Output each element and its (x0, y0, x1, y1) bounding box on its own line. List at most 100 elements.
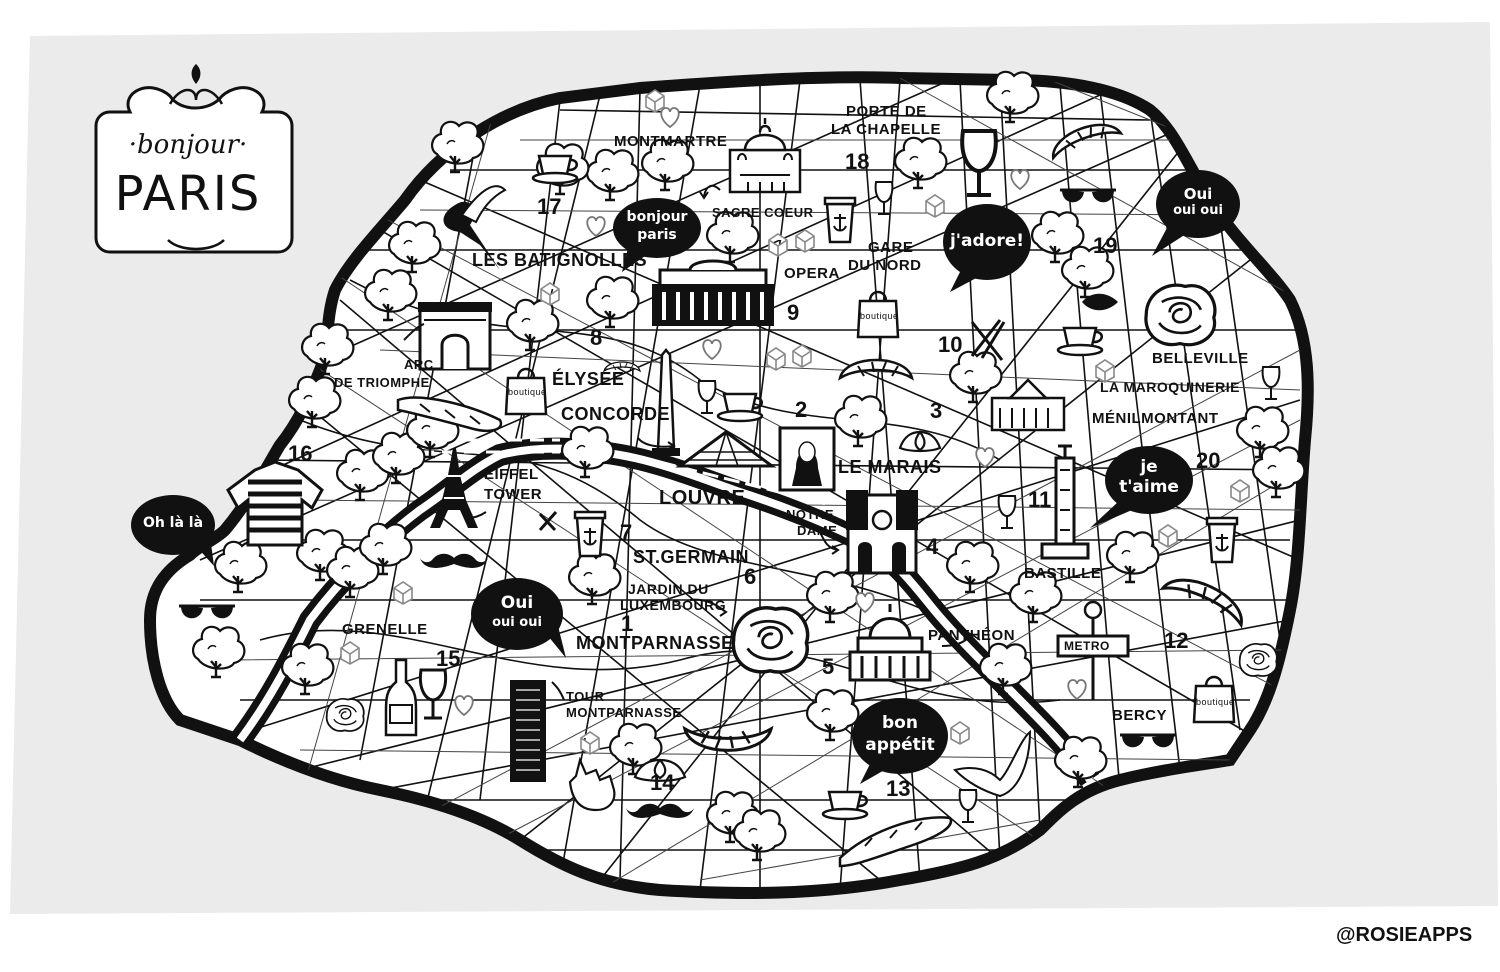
leaf-icon (1082, 293, 1118, 311)
arrondissement-10: 10 (938, 332, 963, 357)
bubble-jadore (943, 204, 1031, 280)
opera-icon (652, 259, 774, 326)
obelisk-icon (652, 347, 680, 456)
bubble-oui-oui-oui-1 (1156, 170, 1240, 238)
bubble-oui-oui-oui-2 (471, 578, 563, 650)
credit-handle: @ROSIEAPPS (1336, 924, 1473, 946)
fork-knife-icon (538, 511, 558, 532)
rose-icon (1144, 283, 1217, 347)
rose-icon (325, 698, 365, 732)
arrondissement-18: 18 (845, 149, 870, 174)
label-jardin-du-luxembourg: JARDIN DU (628, 581, 709, 597)
label-elysee: ÉLYSÉE (552, 369, 625, 389)
label-concorde: CONCORDE (561, 404, 671, 424)
bubble-text-paris: paris (637, 227, 677, 243)
bubble-text-oui-oui: oui oui (1173, 203, 1223, 218)
title-card: ·bonjour· PARIS (88, 86, 288, 246)
baguette-icon (838, 816, 953, 868)
bubble-bon-appetit (852, 698, 948, 774)
label-gare-du-nord: GARE (868, 239, 914, 256)
coffee-togo-icon (823, 196, 857, 244)
label-montmartre: MONTMARTRE (614, 133, 728, 150)
arc-de-triomphe-icon (418, 302, 492, 371)
tour-montparnasse-icon (510, 680, 546, 782)
bubble-text-oui-oui-2: oui oui (492, 615, 542, 630)
label-boutique: boutique (860, 311, 899, 321)
eiffel-tower-icon (430, 448, 478, 528)
label-belleville: BELLEVILLE (1152, 350, 1249, 367)
arrondissement-20: 20 (1196, 448, 1221, 473)
label-st-germain: ST.GERMAIN (633, 547, 750, 567)
rose-icon (1238, 643, 1278, 677)
label-menilmontant: MÉNILMONTANT (1092, 410, 1219, 427)
label-arc-de-triomphe: ARC (404, 357, 434, 372)
arrondissement-2: 2 (795, 397, 808, 422)
bubble-bonjour-paris (613, 198, 701, 258)
label-boutique: boutique (1196, 697, 1235, 707)
arrondissement-11: 11 (1028, 487, 1052, 512)
wine-bottle-icon (384, 658, 418, 737)
arrondissement-5: 5 (822, 654, 835, 679)
striped-shirt-icon (226, 460, 324, 547)
arrondissement-17: 17 (537, 194, 562, 219)
bubble-text-bonjour: bonjour (626, 209, 688, 225)
label-la-maroquinerie: LA MAROQUINERIE (1100, 379, 1240, 395)
city-hall-icon (990, 378, 1066, 432)
notre-dame-icon (846, 490, 918, 575)
bubble-text-bon: bon (882, 713, 918, 733)
label-eiffel-tower: EIFFEL (484, 466, 539, 483)
arrondissement-13: 13 (886, 776, 911, 801)
fork-knife-icon (970, 319, 1006, 361)
pointer-arrows (403, 184, 969, 701)
rose-icon (731, 606, 810, 674)
arrondissement-12: 12 (1164, 628, 1189, 653)
coffee-togo-icon (1205, 516, 1239, 564)
bastille-column-icon (1040, 444, 1090, 560)
sacre-coeur-icon (728, 118, 802, 194)
bubble-text-oui: Oui (1183, 185, 1213, 203)
louvre-pyramid-icon (675, 430, 777, 468)
baguette-icon (396, 396, 503, 432)
lotus-icon (633, 758, 687, 782)
label-sacre-coeur: SACRE COEUR (712, 205, 814, 220)
arrondissement-7: 7 (620, 520, 633, 545)
arrondissement-4: 4 (926, 534, 939, 559)
label-notre-dame: NOTRE (786, 507, 834, 522)
title-bonjour: ·bonjour· (128, 130, 248, 160)
label-boutique: boutique (508, 387, 547, 397)
arrondissement-16: 16 (288, 441, 313, 466)
label-notre-dame: DAME (797, 523, 838, 538)
speech-bubbles (131, 170, 1240, 784)
title-paris: PARIS (114, 166, 262, 222)
hand-gesture-icon (568, 756, 616, 812)
bubble-text-oui-2: Oui (500, 593, 534, 613)
label-pantheon: PANTHÉON (928, 627, 1016, 644)
label-louvre: LOUVRE (659, 487, 746, 509)
mona-lisa-icon (778, 426, 836, 492)
bubble-text-taime: t'aime (1119, 477, 1179, 497)
label-metro: METRO (1064, 639, 1110, 653)
metro-sign-icon (1056, 600, 1130, 700)
arrondissement-19: 19 (1093, 233, 1118, 258)
label-tour-montparnasse: MONTPARNASSE (566, 705, 682, 720)
coffee-togo-icon (573, 510, 607, 558)
arrondissement-8: 8 (590, 325, 603, 350)
arrondissement-15: 15 (436, 646, 461, 671)
lotus-icon (898, 430, 942, 453)
label-montparnasse: MONTPARNASSE (576, 633, 734, 653)
label-grenelle: GRENELLE (342, 621, 428, 638)
label-opera: OPERA (784, 265, 840, 282)
label-porte-de-la-chapelle: PORTE DE (846, 103, 927, 120)
bubble-text-oh-la-la: Oh là là (142, 515, 204, 531)
label-bercy: BERCY (1112, 707, 1168, 724)
label-bastille: BASTILLE (1024, 565, 1102, 582)
label-tour-montparnasse: TOUR (566, 689, 605, 704)
label-eiffel-tower: TOWER (484, 486, 543, 503)
bubble-text-jadore: j'adore! (949, 231, 1025, 251)
arrondissement-14: 14 (650, 770, 675, 795)
label-arc-de-triomphe: DE TRIOMPHE (334, 375, 430, 390)
arrondissement-1: 1 (621, 611, 634, 636)
bubble-text-appetit: appétit (865, 735, 935, 755)
